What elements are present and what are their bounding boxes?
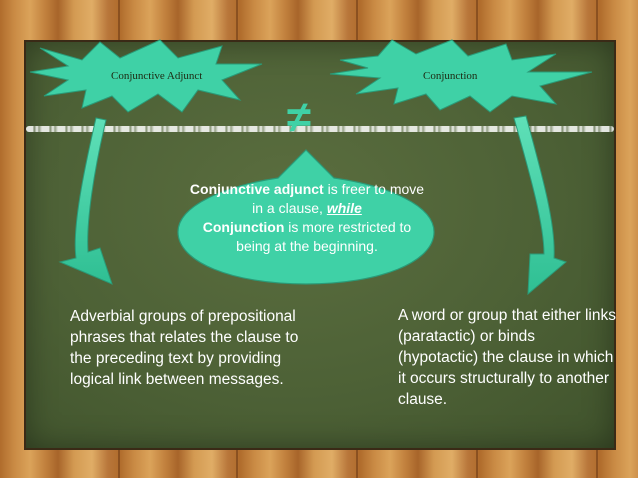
left-starburst [29,39,263,113]
right-starburst [329,39,593,113]
speech-bubble [177,149,435,285]
left-description: Adverbial groups of prepositional phrase… [70,308,299,388]
bubble-term-conjunctive-adjunct: Conjunctive adjunct [189,181,324,197]
left-burst-label: Conjunctive Adjunct [111,70,203,82]
right-curved-arrow [513,115,568,296]
not-equal-icon: ≠ [286,93,312,142]
bubble-text: Conjunctive adjunct is freer to move in … [188,180,426,256]
bubble-text-part1: is freer to move in a clause, [252,181,425,216]
bubble-connector: while [326,200,362,216]
right-burst-label: Conjunction [423,70,478,82]
chalk-line [26,126,614,132]
right-description: A word or group that either links (parat… [398,307,616,408]
bubble-term-conjunction: Conjunction [202,219,285,235]
left-curved-arrow [58,117,113,285]
bubble-text-part2: is more restricted to being at the begin… [236,219,412,254]
